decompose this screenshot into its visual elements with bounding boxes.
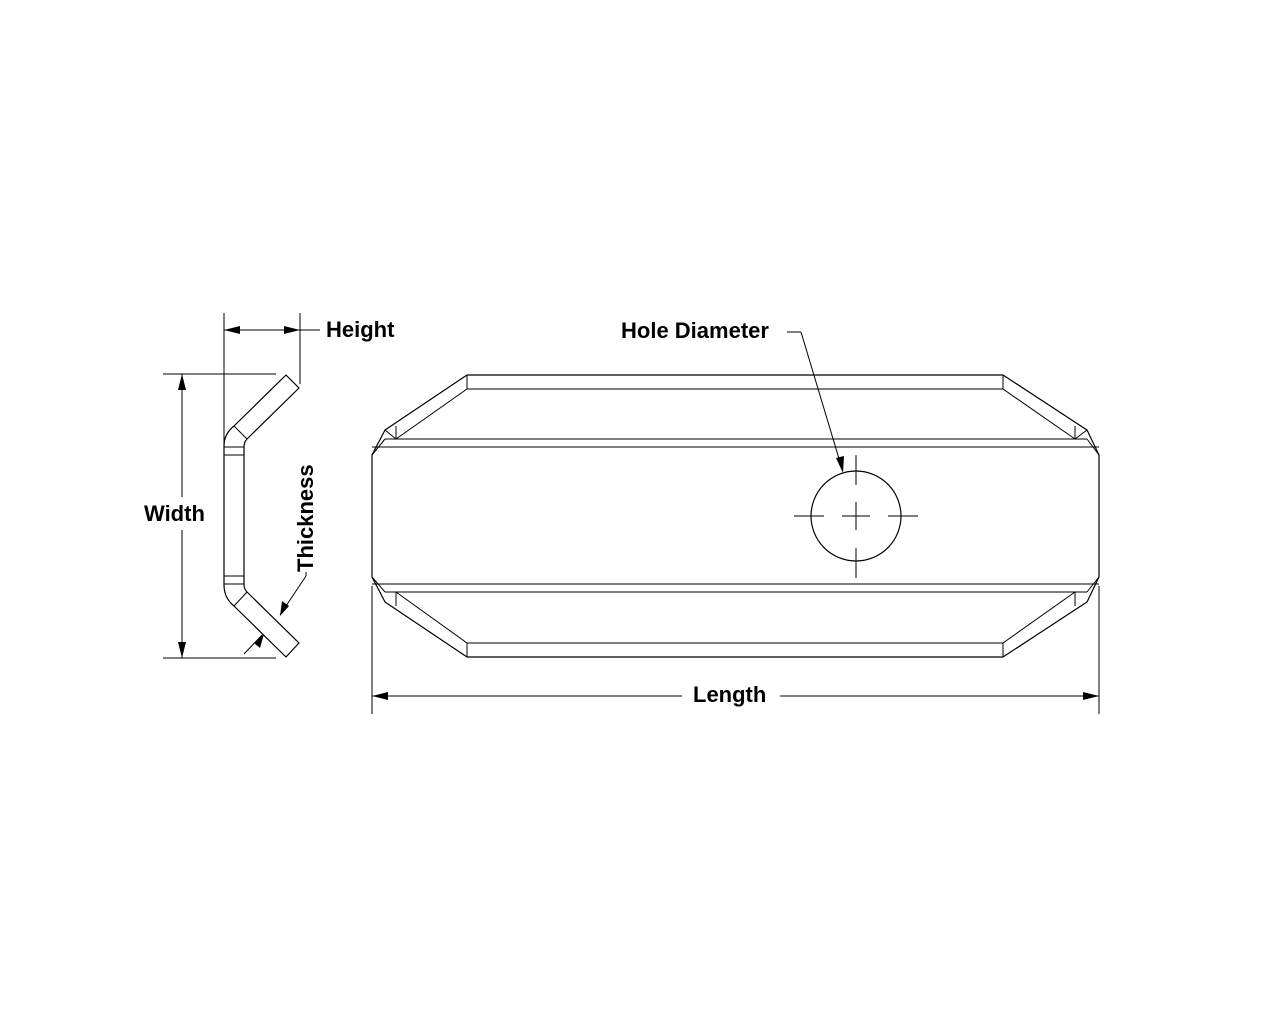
thickness-arrow-lower: [254, 634, 264, 648]
front-upper-bend-right: [1086, 438, 1100, 456]
thickness-arrow-upper: [280, 601, 289, 616]
front-view: Hole Diameter Length: [371, 318, 1100, 714]
hole-diameter-arrow: [836, 456, 844, 473]
height-arrow-right: [284, 326, 300, 334]
side-bend-line-upper-arm: [233, 425, 248, 440]
side-view: Height Width Thickness: [144, 313, 395, 659]
width-arrow-bottom: [178, 642, 186, 658]
front-top-tip-left: [384, 429, 397, 440]
side-bend-line-lower-arm: [233, 591, 248, 607]
thickness-label: Thickness: [293, 464, 318, 572]
front-lower-bend-right: [1086, 576, 1100, 593]
height-arrow-left: [224, 326, 240, 334]
side-profile-outline: [223, 374, 300, 658]
hole-diameter-leader: [800, 331, 841, 463]
thickness-leader-lower: [243, 634, 263, 655]
front-bottom-bevel-left: [395, 591, 468, 644]
front-bottom-bevel-right: [1002, 591, 1076, 644]
front-outer-outline: [371, 374, 1100, 658]
length-arrow-left: [372, 692, 388, 700]
width-arrow-top: [178, 374, 186, 390]
height-label: Height: [326, 317, 395, 342]
length-label: Length: [693, 682, 766, 707]
front-top-tip-right: [1074, 429, 1088, 440]
width-label: Width: [144, 501, 205, 526]
front-lower-bend-left: [371, 576, 386, 593]
hole-centerlines: [794, 455, 918, 578]
front-top-bevel-left: [395, 388, 468, 440]
front-upper-bend-left: [371, 438, 386, 456]
hole-diameter-label: Hole Diameter: [621, 318, 769, 343]
front-top-bevel-right: [1002, 388, 1076, 440]
length-arrow-right: [1083, 692, 1099, 700]
